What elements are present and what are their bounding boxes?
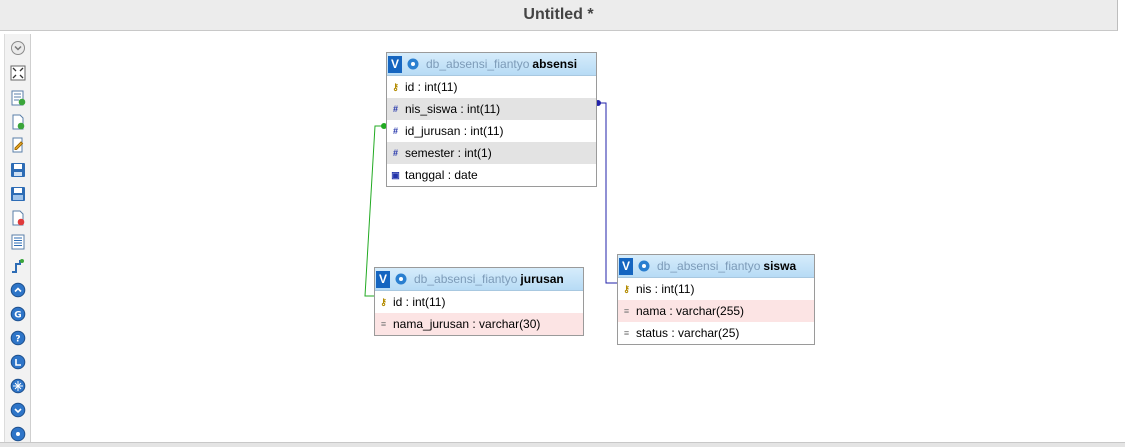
table-header[interactable]: V db_absensi_fiantyo absensi — [387, 53, 596, 76]
column-row[interactable]: # semester : int(1) — [387, 142, 596, 164]
database-name: db_absensi_fiantyo — [426, 57, 530, 71]
column-label: id_jurusan : int(11) — [405, 124, 504, 138]
relation-line-icon[interactable] — [10, 258, 26, 274]
add-table-icon[interactable] — [10, 90, 26, 106]
svg-text:?: ? — [15, 335, 20, 345]
column-label: semester : int(1) — [405, 146, 492, 160]
edit-icon[interactable] — [10, 137, 26, 153]
table-header[interactable]: V db_absensi_fiantyo jurusan — [375, 268, 583, 291]
table-siswa[interactable]: V db_absensi_fiantyo siswa ⚷ nis : int(1… — [617, 254, 815, 345]
primary-key-icon: ⚷ — [623, 283, 630, 294]
column-label: nis : int(11) — [636, 282, 695, 296]
toggle-all-icon[interactable] — [10, 378, 26, 394]
column-label: nis_siswa : int(11) — [405, 102, 501, 116]
text-column-icon: ≡ — [623, 328, 630, 338]
gear-icon[interactable] — [394, 272, 408, 286]
database-name: db_absensi_fiantyo — [414, 272, 518, 286]
date-column-icon: ▣ — [391, 169, 400, 180]
numeric-column-icon: # — [392, 148, 398, 158]
toggle-columns-button[interactable]: V — [376, 270, 390, 288]
save-icon[interactable] — [10, 162, 26, 178]
small-big-icon[interactable] — [10, 354, 26, 370]
delete-page-icon[interactable] — [10, 210, 26, 226]
expand-canvas-icon[interactable] — [10, 65, 26, 81]
text-column-icon: ≡ — [380, 319, 387, 329]
column-label: id : int(11) — [405, 80, 458, 94]
column-row[interactable]: ≡ nama_jurusan : varchar(30) — [375, 313, 583, 335]
designer-toolbar: G ? — [4, 34, 31, 447]
table-header[interactable]: V db_absensi_fiantyo siswa — [618, 255, 814, 278]
table-list-icon[interactable] — [10, 234, 26, 250]
column-label: id : int(11) — [393, 295, 446, 309]
export-icon[interactable] — [10, 402, 26, 418]
numeric-column-icon: # — [392, 104, 398, 114]
column-row[interactable]: # nis_siswa : int(11) — [387, 98, 596, 120]
more-options-icon[interactable] — [10, 426, 26, 442]
column-label: nama : varchar(255) — [636, 304, 745, 318]
column-row[interactable]: ▣ tanggal : date — [387, 164, 596, 186]
table-name: absensi — [532, 57, 578, 71]
column-row[interactable]: ⚷ id : int(11) — [387, 76, 596, 98]
toggle-menu-icon[interactable] — [10, 40, 26, 56]
numeric-column-icon: # — [392, 126, 398, 136]
save-as-icon[interactable] — [10, 186, 26, 202]
new-page-icon[interactable] — [10, 114, 26, 130]
column-row[interactable]: ⚷ id : int(11) — [375, 291, 583, 313]
column-label: tanggal : date — [405, 168, 478, 182]
gear-icon[interactable] — [406, 57, 420, 71]
column-row[interactable]: ≡ nama : varchar(255) — [618, 300, 814, 322]
database-name: db_absensi_fiantyo — [657, 259, 761, 273]
window-title: Untitled * — [0, 0, 1118, 31]
column-row[interactable]: ≡ status : varchar(25) — [618, 322, 814, 344]
primary-key-icon: ⚷ — [380, 296, 387, 307]
help-icon[interactable]: ? — [10, 330, 26, 346]
gear-icon[interactable] — [637, 259, 651, 273]
table-name: jurusan — [520, 272, 564, 286]
angular-links-icon[interactable] — [10, 282, 26, 298]
text-column-icon: ≡ — [623, 306, 630, 316]
primary-key-icon: ⚷ — [392, 81, 399, 92]
toggle-columns-button[interactable]: V — [619, 257, 633, 275]
table-jurusan[interactable]: V db_absensi_fiantyo jurusan ⚷ id : int(… — [374, 267, 584, 336]
column-label: status : varchar(25) — [636, 326, 740, 340]
column-row[interactable]: ⚷ nis : int(11) — [618, 278, 814, 300]
table-name: siswa — [763, 259, 797, 273]
column-row[interactable]: # id_jurusan : int(11) — [387, 120, 596, 142]
snap-grid-icon[interactable]: G — [10, 306, 26, 322]
bottom-bar — [0, 442, 1125, 447]
table-absensi[interactable]: V db_absensi_fiantyo absensi ⚷ id : int(… — [386, 52, 597, 187]
toggle-columns-button[interactable]: V — [388, 55, 402, 73]
svg-text:G: G — [14, 311, 21, 321]
column-label: nama_jurusan : varchar(30) — [393, 317, 541, 331]
right-edge — [1118, 0, 1125, 447]
